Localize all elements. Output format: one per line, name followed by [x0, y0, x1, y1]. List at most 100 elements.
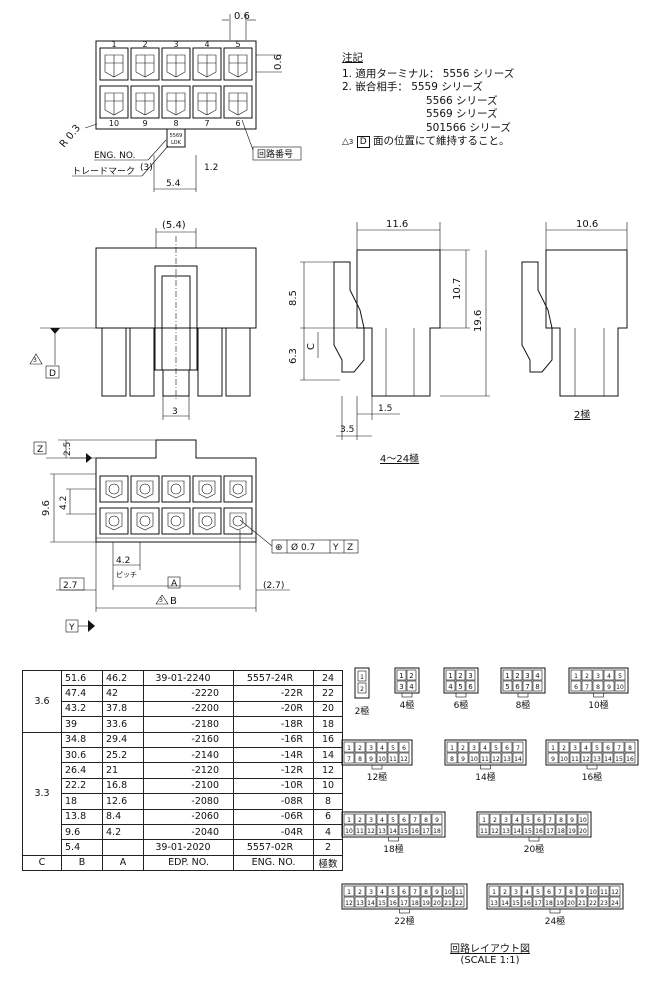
layout-pin: 12: [492, 756, 500, 763]
side-view-2pole: 10.6 2極: [521, 219, 628, 421]
layout-pin: 7: [558, 889, 562, 896]
layout-pin: 4: [535, 672, 540, 680]
layout-pin: 3: [399, 683, 403, 691]
header-a: A: [102, 854, 144, 872]
layout-pin: 1: [347, 745, 351, 752]
layout-pin: 14: [367, 900, 375, 907]
layout-pin: 4: [409, 683, 414, 691]
cell-b: 13.8: [61, 808, 103, 825]
cell-eng: -14R: [233, 746, 314, 764]
layout-pin: 5: [391, 745, 395, 752]
layout-pin: 16: [523, 900, 531, 907]
cell-eng: -06R: [233, 808, 314, 825]
dim-35: 3.5: [340, 425, 354, 435]
layout-title: 回路レイアウト図: [450, 944, 530, 955]
cell-a: 4.2: [102, 823, 144, 841]
layout-pin: 9: [461, 756, 465, 763]
layout-pin: 11: [389, 756, 397, 763]
dim-3-front: 3: [172, 407, 178, 417]
layout-pin: 8: [596, 684, 600, 691]
cell-pole: 6: [313, 808, 343, 825]
layout-pin: 9: [435, 889, 439, 896]
layout-pin: 8: [424, 889, 428, 896]
cell-b: 22.2: [61, 777, 103, 795]
layout-16-label: 16極: [582, 771, 602, 783]
circuit-no-label: 回路番号: [257, 148, 293, 160]
cell-b: 43.2: [61, 700, 103, 718]
layout-pin: 8: [628, 745, 632, 752]
dim-63: 6.3: [288, 348, 299, 364]
cell-edp: 39-01-2240: [143, 669, 234, 687]
cell-edp: -2160: [143, 731, 234, 748]
layout-pin: 11: [455, 889, 463, 896]
layout-pin: 4: [448, 683, 453, 691]
layout-pin: 9: [369, 756, 373, 763]
layout-18-label: 18極: [383, 843, 403, 855]
layout-pin: 12: [345, 900, 353, 907]
cell-eng: -04R: [233, 823, 314, 841]
cell-pole: 10: [313, 777, 343, 795]
layout-pin: 7: [516, 745, 520, 752]
layout-pin: 7: [548, 817, 552, 824]
layout-2-label: 2極: [355, 705, 370, 717]
bottom-cavity: [130, 507, 160, 535]
bottom-view-housing: [95, 439, 257, 543]
layout-pin: 17: [400, 900, 408, 907]
layout-pin: 10: [345, 828, 353, 835]
cell-edp: -2080: [143, 793, 234, 810]
header-pole: 極数: [313, 854, 343, 872]
layout-pin: 14: [514, 756, 522, 763]
layout-pin: 12: [491, 828, 499, 835]
layout-pin: 1: [505, 672, 509, 680]
layout-pin: 3: [514, 889, 518, 896]
layout-pin: 12: [367, 828, 375, 835]
layout-pin: 11: [480, 828, 488, 835]
dim-107: 10.7: [452, 278, 463, 300]
layout-pin: 8: [424, 817, 428, 824]
layout-pin: 6: [402, 745, 406, 752]
cell-b: 30.6: [61, 746, 103, 764]
cell-edp: -2060: [143, 808, 234, 825]
layout-24-label: 24極: [545, 915, 565, 927]
top-cavity: [192, 85, 222, 119]
layout-pin: 6: [402, 817, 406, 824]
layout-pin: 1: [551, 745, 555, 752]
cell-a: 12.6: [102, 793, 144, 810]
top-pin-number: 1: [111, 40, 116, 49]
cell-pole: 20: [313, 700, 343, 718]
fcf-tolerance: Ø 0.7: [291, 542, 315, 553]
layout-pin: 6: [574, 684, 578, 691]
note-3: △3 D 面の位置にて維持すること。: [342, 135, 514, 150]
layout-pin: 7: [413, 889, 417, 896]
top-pin-number: 7: [204, 119, 209, 128]
cell-edp: -2200: [143, 700, 234, 718]
cell-a: 42: [102, 685, 144, 702]
note-3-triangle: △: [342, 137, 349, 147]
top-cavity: [192, 47, 222, 81]
note-2c: 5569 シリーズ: [426, 108, 498, 120]
cell-b: 34.8: [61, 731, 103, 748]
layout-pin: 3: [573, 745, 577, 752]
layout-pin: 5: [391, 817, 395, 824]
note-3-text: 面の位置にて維持すること。: [373, 135, 510, 147]
layout-pin: 3: [504, 817, 508, 824]
layout-pin: 20: [433, 900, 441, 907]
layout-pin: 20: [567, 900, 575, 907]
layout-pin: 21: [578, 900, 586, 907]
layout-pin: 15: [378, 900, 386, 907]
datum-z: Z: [37, 445, 43, 455]
dim-c: C: [306, 343, 317, 350]
top-dim-06: 0.6: [234, 11, 250, 22]
cell-a: [102, 839, 144, 856]
cell-b: 9.6: [61, 823, 103, 841]
layout-pin: 14: [604, 756, 612, 763]
cell-pole: 2: [313, 839, 343, 856]
